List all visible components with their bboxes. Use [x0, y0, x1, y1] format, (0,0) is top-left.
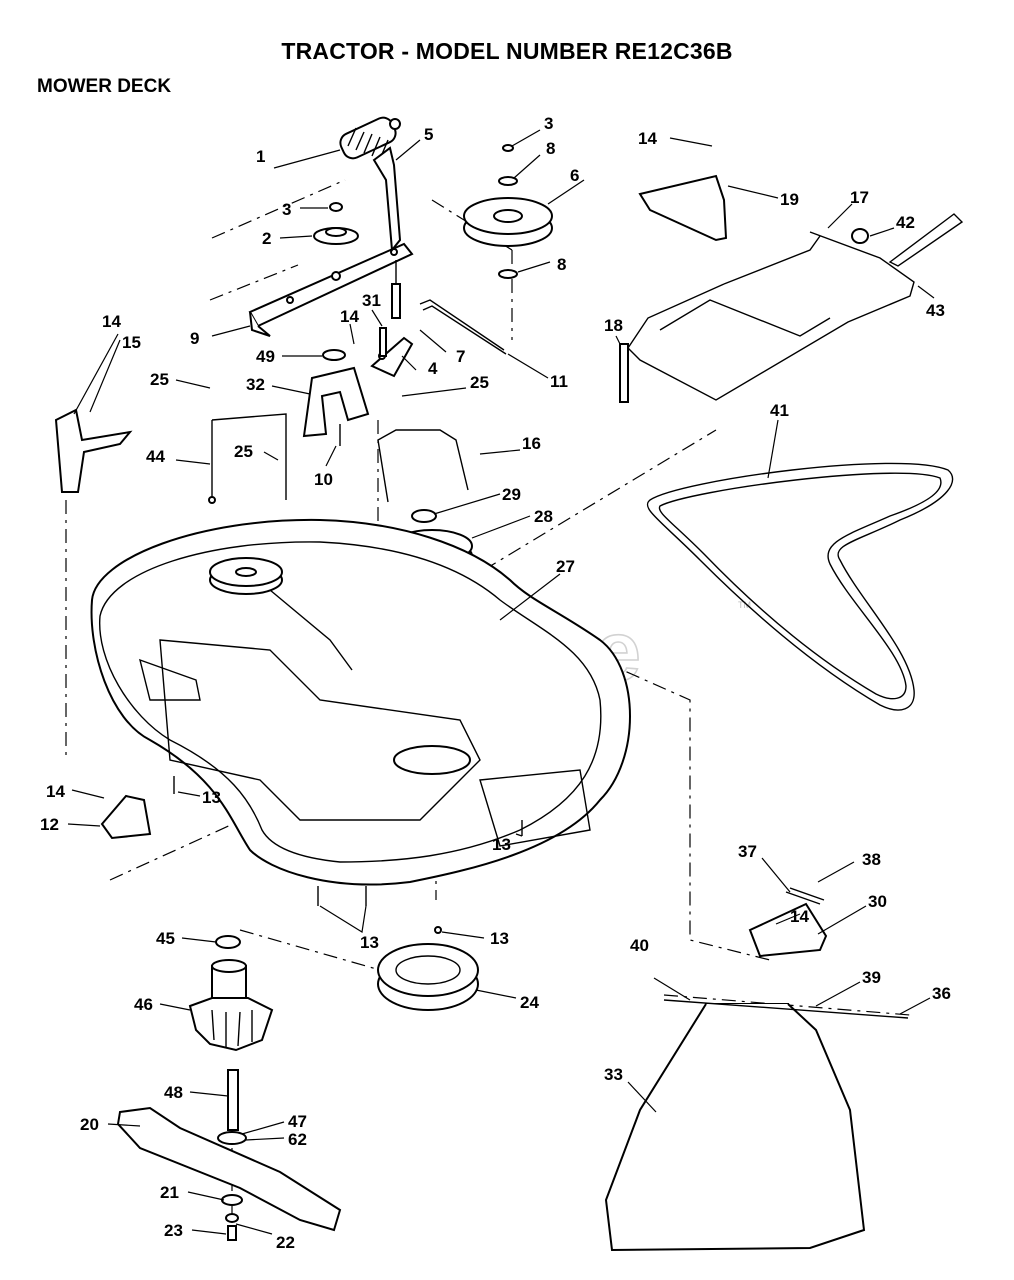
label-part-1: 1 — [256, 147, 265, 166]
label-part-27: 27 — [556, 557, 575, 576]
label-part-17: 17 — [850, 188, 869, 207]
bolt-part-31 — [379, 327, 387, 357]
label-part-11: 11 — [550, 372, 568, 391]
label-part-3: 3 — [282, 200, 291, 219]
bracket-part-15 — [54, 408, 133, 493]
label-part-13: 13 — [360, 933, 379, 952]
label-part-40: 40 — [630, 936, 649, 955]
lift-frame-part-19 — [627, 174, 915, 401]
label-part-38: 38 — [862, 850, 881, 869]
label-part-25: 25 — [470, 373, 489, 392]
label-part-28: 28 — [534, 507, 553, 526]
bracket-part-9 — [248, 242, 414, 337]
label-part-14: 14 — [102, 312, 121, 331]
label-part-8: 8 — [546, 139, 555, 158]
label-part-2: 2 — [262, 229, 271, 248]
label-part-43: 43 — [926, 301, 945, 320]
label-part-49: 49 — [256, 347, 275, 366]
leader-lines — [67, 129, 935, 1235]
label-part-44: 44 — [146, 447, 165, 466]
spring-part-1 — [339, 116, 401, 160]
bracket-part-4 — [370, 336, 414, 378]
label-part-12: 12 — [40, 815, 59, 834]
label-part-31: 31 — [362, 291, 381, 310]
washer-part-2 — [313, 202, 359, 245]
section-title: MOWER DECK — [37, 76, 172, 97]
washer-part-49 — [322, 349, 346, 361]
pin-part-18 — [619, 343, 629, 403]
label-part-16: 16 — [522, 434, 541, 453]
label-part-25: 25 — [234, 442, 253, 461]
blade-part-20 — [116, 1106, 342, 1241]
label-part-62: 62 — [288, 1130, 307, 1149]
label-part-36: 36 — [932, 984, 951, 1003]
spindle-part-46 — [188, 935, 274, 1145]
rod-part-11 — [419, 299, 507, 355]
label-part-10: 10 — [314, 470, 333, 489]
label-part-7: 7 — [456, 347, 465, 366]
label-part-13: 13 — [202, 788, 221, 807]
deflector-hinge-part-30 — [748, 887, 828, 958]
label-part-48: 48 — [164, 1083, 183, 1102]
belt-part-41 — [646, 462, 954, 711]
rod-part-16 — [377, 429, 469, 503]
label-part-14: 14 — [340, 307, 359, 326]
label-part-8: 8 — [557, 255, 566, 274]
idler-pulley-part-6 — [463, 144, 553, 279]
pin-part-43 — [888, 213, 964, 267]
label-part-14: 14 — [790, 907, 809, 926]
label-part-46: 46 — [134, 995, 153, 1014]
label-part-23: 23 — [164, 1221, 183, 1240]
bracket-part-32 — [302, 366, 370, 446]
label-part-25: 25 — [150, 370, 169, 389]
label-part-32: 32 — [246, 375, 265, 394]
part-number-labels: 1 2 3 3 5 8 6 8 9 31 14 7 4 11 49 32 25 … — [40, 114, 951, 1252]
label-part-37: 37 — [738, 842, 757, 861]
label-part-20: 20 — [80, 1115, 99, 1134]
arm-part-5 — [372, 146, 402, 319]
label-part-42: 42 — [896, 213, 915, 232]
label-part-19: 19 — [780, 190, 799, 209]
label-part-29: 29 — [502, 485, 521, 504]
label-part-15: 15 — [122, 333, 141, 352]
label-part-14: 14 — [638, 129, 657, 148]
label-part-3: 3 — [544, 114, 553, 133]
label-part-21: 21 — [160, 1183, 179, 1202]
bolts-part-13 — [173, 776, 523, 934]
label-part-22: 22 — [276, 1233, 295, 1252]
grass-bag-part-33 — [604, 999, 909, 1252]
deck-housing-part-27 — [90, 518, 631, 886]
label-part-39: 39 — [862, 968, 881, 987]
spacer-part-24 — [377, 943, 479, 1011]
label-part-41: 41 — [770, 401, 789, 420]
page-title: TRACTOR - MODEL NUMBER RE12C36B — [281, 38, 733, 64]
watermark-trademark: TM — [738, 600, 751, 610]
label-part-5: 5 — [424, 125, 433, 144]
label-part-24: 24 — [520, 993, 539, 1012]
label-part-6: 6 — [570, 166, 579, 185]
label-part-47: 47 — [288, 1112, 307, 1131]
label-part-18: 18 — [604, 316, 623, 335]
rod-part-44 — [208, 413, 287, 504]
label-part-4: 4 — [428, 359, 438, 378]
label-part-14: 14 — [46, 782, 65, 801]
label-part-45: 45 — [156, 929, 175, 948]
label-part-13: 13 — [490, 929, 509, 948]
label-part-13: 13 — [492, 835, 511, 854]
label-part-33: 33 — [604, 1065, 623, 1084]
label-part-9: 9 — [190, 329, 199, 348]
label-part-30: 30 — [868, 892, 887, 911]
bracket-part-12 — [100, 794, 152, 840]
